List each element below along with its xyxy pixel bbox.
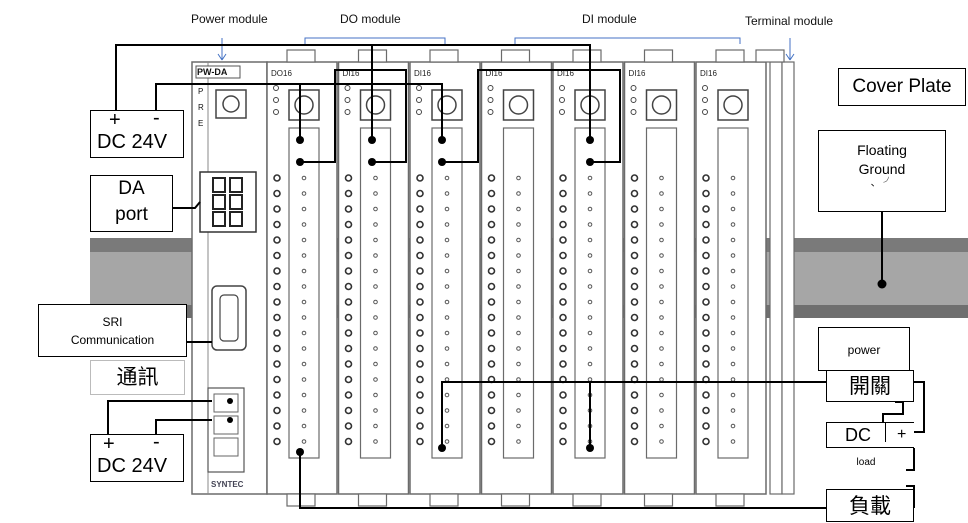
terminal-module-label: Terminal module	[745, 14, 834, 28]
dc24v-bottom-box: + - DC 24V	[90, 431, 184, 482]
power-label: power	[847, 343, 881, 357]
floating-ground-line2: Ground	[858, 161, 906, 177]
io-module: DI16	[480, 49, 553, 507]
module-label: DI16	[700, 69, 717, 78]
di-module-label: DI module	[582, 12, 637, 26]
dc-right-label: DC	[845, 425, 871, 445]
wiring	[107, 44, 925, 509]
load-label: load	[856, 457, 876, 468]
dc24v-top-minus: -	[153, 107, 160, 129]
io-module: DI16	[623, 49, 696, 507]
da-port-connector	[199, 171, 257, 233]
floating-ground-line1: Floating	[857, 142, 907, 158]
dc24v-top-box: + - DC 24V	[90, 107, 184, 158]
io-module: DI16	[552, 49, 624, 507]
do-module-label: DO module	[340, 12, 401, 26]
dc24v-top-label: DC 24V	[97, 131, 168, 153]
sri-line1: SRI	[102, 315, 123, 329]
sri-line2: Communication	[70, 333, 155, 347]
dc24v-bottom-minus: -	[153, 431, 160, 453]
switch-label: 開關	[849, 374, 891, 398]
led-r: R	[198, 103, 204, 112]
module-label: DI16	[629, 69, 646, 78]
module-label: DI16	[414, 69, 431, 78]
floating-ground-line3: 、 ╯	[870, 178, 894, 189]
io-module: DI16	[337, 49, 410, 507]
switch-box: 開關	[826, 370, 914, 402]
da-port-line1: DA	[118, 178, 145, 199]
dc-right-plus: +	[897, 426, 907, 443]
power-box: power	[818, 327, 910, 371]
power-module-name: PW-DA	[197, 67, 228, 77]
dc24v-bottom-plus: +	[103, 433, 115, 455]
module-label: DO16	[271, 69, 292, 78]
load-cjk-label: 負載	[849, 494, 891, 518]
cover-plate-label: Cover Plate	[852, 76, 952, 97]
wire-junctions	[227, 136, 887, 456]
load-box: load	[826, 450, 906, 486]
io-module: DO16	[266, 49, 338, 507]
led-e: E	[198, 119, 204, 128]
dc24v-bottom-label: DC 24V	[97, 455, 168, 477]
module-label: DI16	[486, 69, 503, 78]
module-label: DI16	[557, 69, 574, 78]
sri-box: SRI Communication	[38, 304, 187, 357]
dc24v-top-plus: +	[109, 109, 121, 131]
power-module-label: Power module	[191, 12, 268, 26]
io-module: DI16	[695, 49, 767, 507]
cover-plate-box: Cover Plate	[838, 68, 966, 106]
module-brackets	[217, 37, 795, 61]
floating-ground-box: Floating Ground 、 ╯	[818, 130, 946, 212]
sri-cjk-box: 通訊	[90, 360, 185, 395]
da-port-box: DA port	[90, 175, 173, 232]
load-cjk-box: 負載	[826, 489, 914, 522]
da-port-line2: port	[115, 204, 148, 225]
io-module: DI16	[409, 49, 481, 507]
sri-cjk-label: 通訊	[116, 365, 159, 389]
module-label: DI16	[343, 69, 360, 78]
io-modules: DO16 DI16 DI16 DI16 DI16 DI16 DI16	[266, 49, 767, 507]
cover-plate-body	[755, 49, 795, 495]
led-p: P	[198, 87, 204, 96]
power-module-brand: SYNTEC	[211, 480, 244, 489]
dc-right-box: DC +	[826, 422, 914, 448]
